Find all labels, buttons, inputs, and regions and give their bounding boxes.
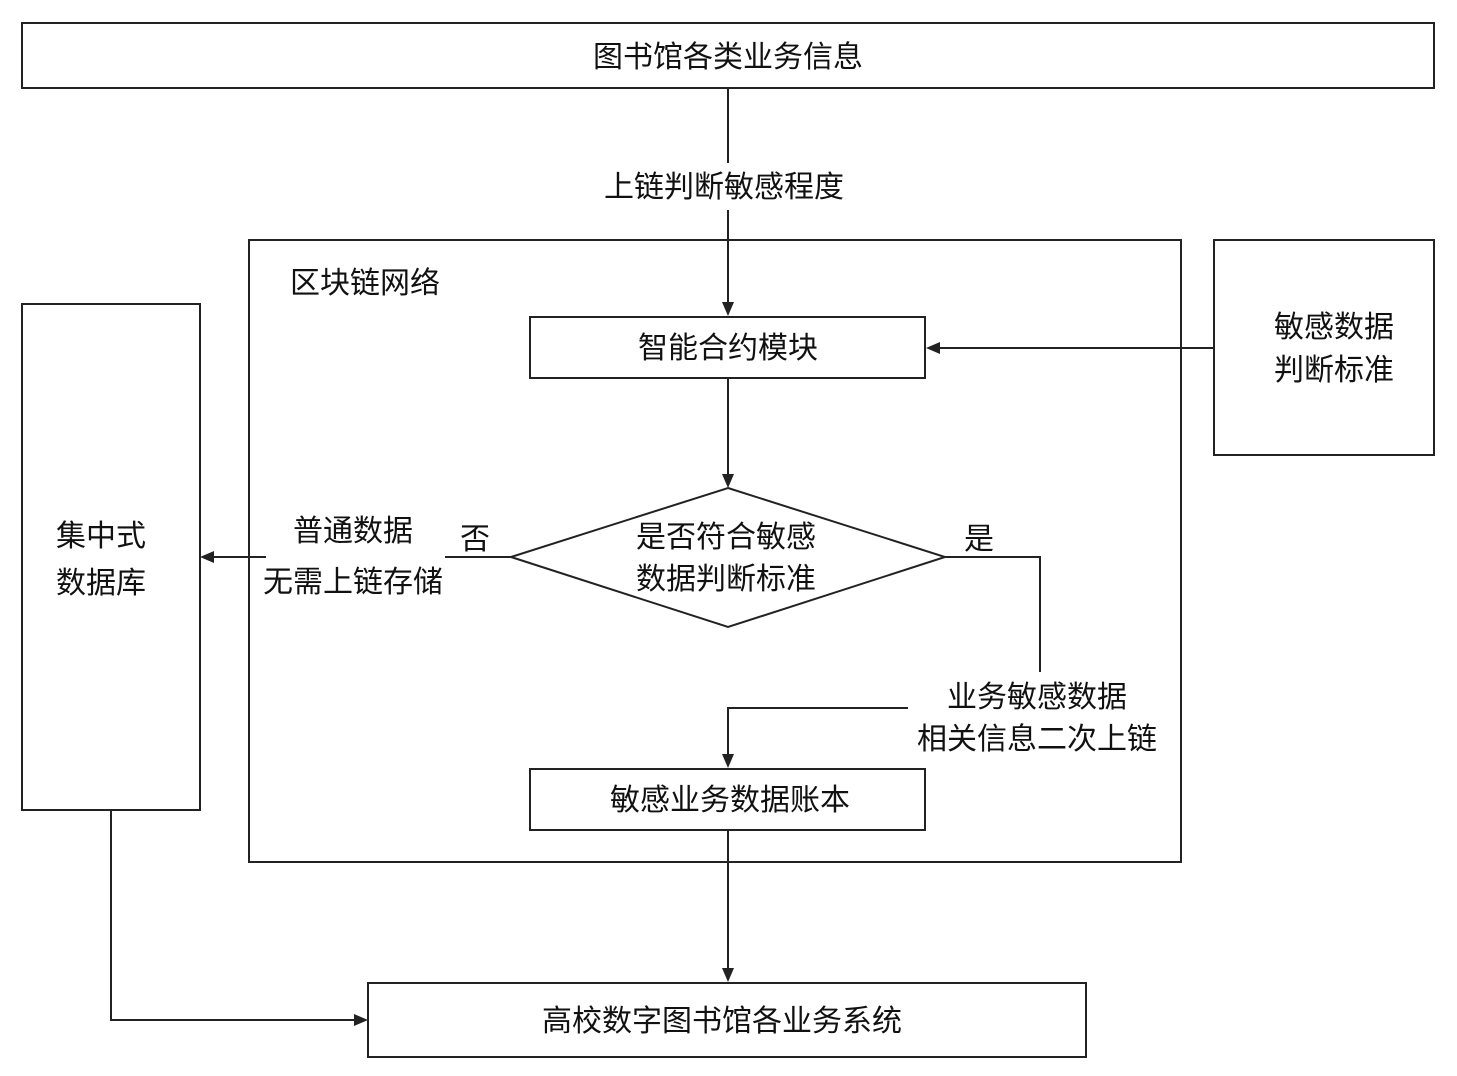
arrowhead-to-central-db [200, 551, 214, 563]
smart-contract-box [529, 316, 926, 379]
criteria-box [1213, 239, 1435, 456]
decision-diamond [507, 486, 949, 629]
arrowhead-ledger-to-systems [722, 968, 734, 982]
decision-label-line1: 是否符合敏感 [636, 520, 816, 555]
arrowhead-to-ledger [722, 754, 734, 768]
edge-label-chain-sensitivity: 上链判断敏感程度 [604, 170, 844, 205]
criteria-label-line2: 判断标准 [1274, 353, 1394, 388]
arrowhead-db-to-systems [354, 1014, 368, 1026]
systems-box [367, 982, 1087, 1058]
edge-label-normal-line2: 无需上链存储 [263, 565, 443, 600]
central-db-label-line1: 集中式 [56, 519, 146, 554]
top-info-box [21, 22, 1435, 89]
arrowhead-to-decision [722, 474, 734, 488]
blockchain-network-label: 区块链网络 [290, 266, 440, 301]
smart-contract-label: 智能合约模块 [638, 331, 818, 366]
blockchain-network-container [248, 239, 1182, 863]
arrowhead-criteria-to-contract [926, 342, 940, 354]
decision-label-line2: 数据判断标准 [636, 562, 816, 597]
top-info-label: 图书馆各类业务信息 [593, 40, 863, 75]
criteria-label-line1: 敏感数据 [1274, 310, 1394, 345]
edge-label-no: 否 [460, 522, 490, 557]
edge-label-yes: 是 [964, 522, 994, 557]
systems-label: 高校数字图书馆各业务系统 [542, 1004, 902, 1039]
edge-central-db-to-systems [110, 810, 354, 1021]
central-db-box [21, 303, 201, 811]
edge-yes-path [945, 556, 1041, 672]
ledger-label: 敏感业务数据账本 [610, 783, 850, 818]
arrowhead-to-contract [722, 302, 734, 316]
edge-label-sensitive-line1: 业务敏感数据 [947, 680, 1127, 715]
central-db-label-line2: 数据库 [56, 566, 146, 601]
edge-label-normal-line1: 普通数据 [293, 514, 413, 549]
edge-label-sensitive-line2: 相关信息二次上链 [917, 722, 1157, 757]
edge-to-ledger [727, 707, 908, 754]
